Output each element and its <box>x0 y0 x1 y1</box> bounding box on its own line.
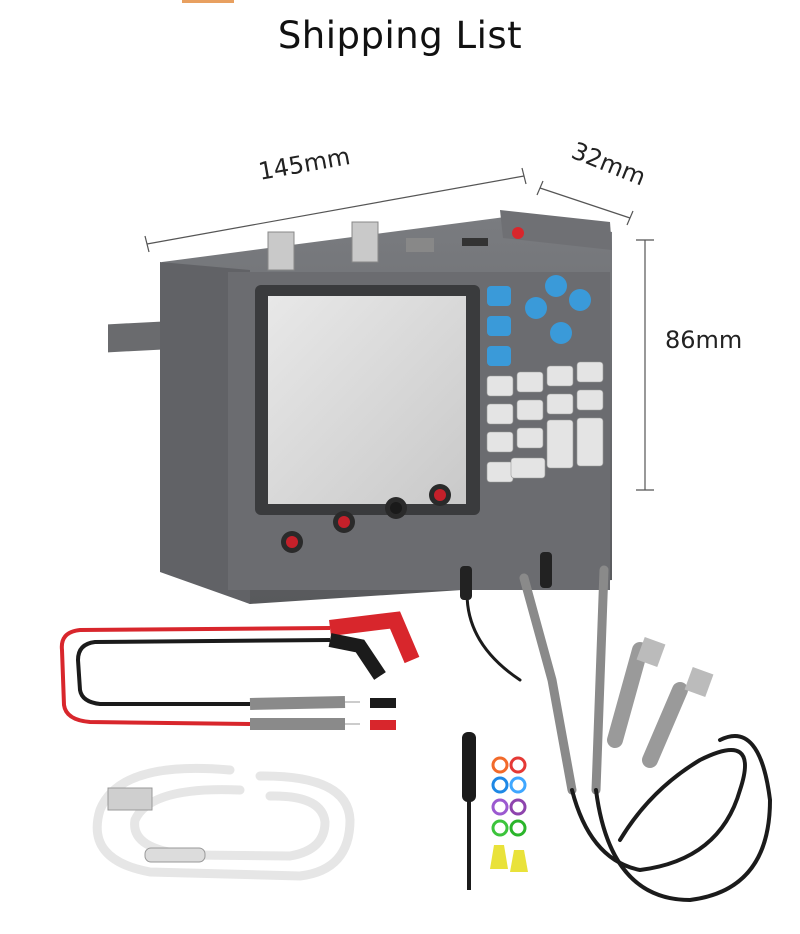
usb-cable <box>92 763 355 881</box>
color-rings <box>490 756 528 872</box>
oscilloscope-probes <box>460 552 773 903</box>
input-ports <box>281 484 451 553</box>
test-leads <box>59 611 420 730</box>
page-title: Shipping List <box>277 14 523 57</box>
probe-tip-tool <box>462 732 476 890</box>
accent-line <box>182 0 234 3</box>
height-dimension-label: 86mm <box>665 326 743 354</box>
dimension-lines <box>144 167 654 491</box>
keypad <box>486 275 604 483</box>
oscilloscope-device <box>108 210 612 604</box>
